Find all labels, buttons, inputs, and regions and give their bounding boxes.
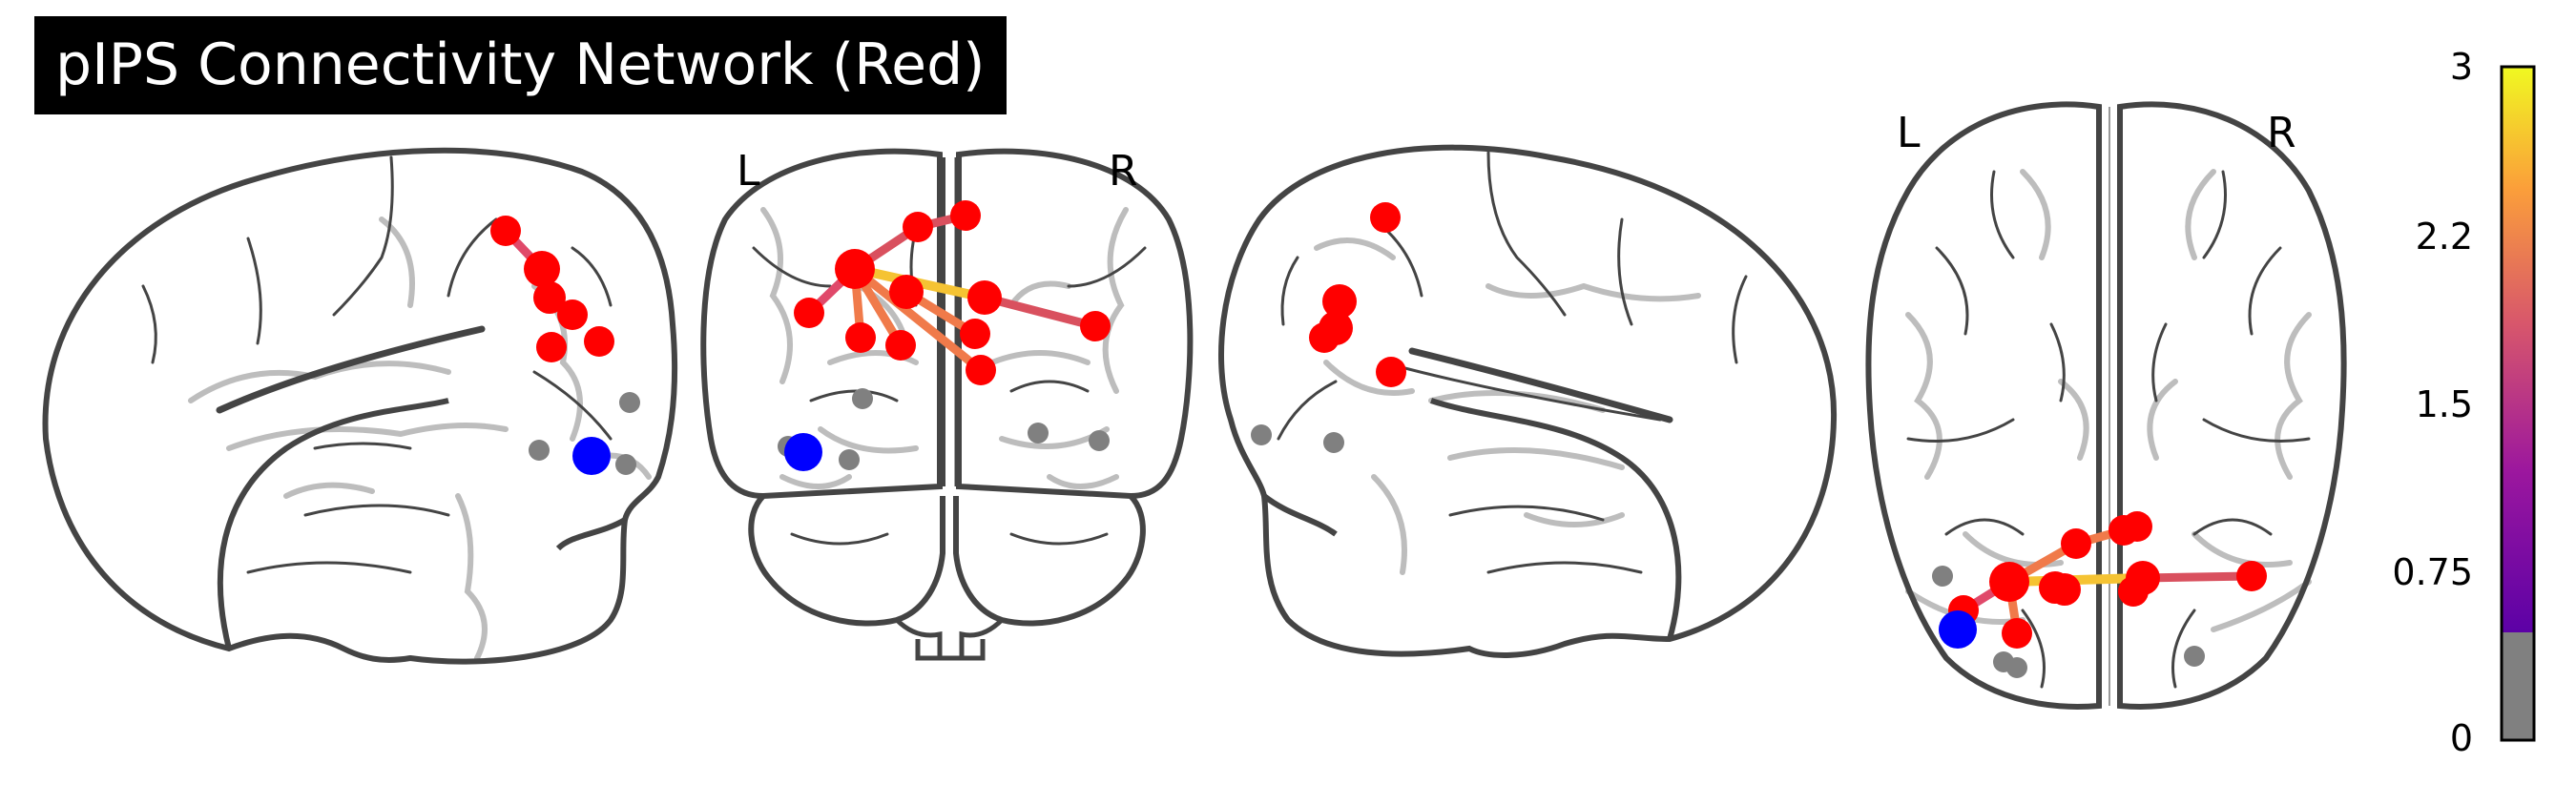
node-red (1080, 311, 1111, 341)
axial-nodes (1932, 511, 2267, 678)
node-gray (1932, 566, 1953, 587)
node-red (2002, 618, 2032, 649)
node-gray (2006, 657, 2027, 678)
node-red (2122, 511, 2152, 542)
sagittal-nodes (490, 216, 640, 475)
colorbar-tick: 0.75 (2392, 551, 2473, 593)
sagittal-left-view (42, 147, 678, 665)
colorbar-tick: 3 (2449, 46, 2473, 88)
node-gray (1028, 423, 1049, 444)
node-red (960, 319, 990, 349)
sagittal-right-nodes (1251, 202, 1406, 453)
node-gray (1323, 432, 1344, 453)
node-red (2118, 576, 2149, 607)
coronal-view (700, 148, 1194, 661)
node-red (967, 280, 1002, 315)
node-gray (2184, 646, 2205, 667)
node-red (1309, 322, 1340, 353)
figure-title: pIPS Connectivity Network (Red) (34, 16, 1007, 114)
node-blue (1939, 610, 1977, 649)
node-gray (615, 454, 636, 475)
coronal-left-label: L (737, 147, 760, 196)
node-red (885, 330, 916, 361)
node-gray (839, 449, 860, 470)
node-red (2061, 528, 2091, 559)
node-red (903, 212, 933, 242)
node-red (584, 326, 614, 357)
node-gray (619, 392, 640, 413)
node-red (533, 281, 566, 314)
colorbar-tick: 2.2 (2415, 216, 2473, 258)
colorbar (2500, 65, 2536, 742)
node-red (2048, 573, 2081, 606)
colorbar-tick: 1.5 (2415, 383, 2473, 425)
sagittal-right-view (1218, 144, 1838, 658)
coronal-nodes (778, 200, 1111, 471)
node-red (1322, 284, 1357, 319)
coronal-right-label: R (1109, 147, 1138, 196)
node-red (524, 251, 560, 287)
node-red (845, 322, 876, 353)
node-gray (1089, 430, 1110, 451)
node-red (490, 216, 521, 246)
node-red (557, 299, 588, 330)
axial-view (1865, 101, 2347, 710)
node-red (950, 200, 981, 231)
axial-right-label: R (2267, 109, 2296, 157)
node-red (2236, 561, 2267, 591)
node-blue (784, 433, 822, 471)
node-red (794, 298, 824, 328)
node-gray (852, 388, 873, 409)
node-red (1989, 562, 2029, 602)
node-blue (572, 437, 611, 475)
node-gray (529, 440, 550, 461)
node-red (1376, 357, 1406, 387)
colorbar-tick: 0 (2449, 717, 2473, 759)
node-red (966, 355, 996, 385)
node-red (1370, 202, 1401, 233)
node-red (536, 332, 567, 362)
node-red (889, 275, 924, 309)
node-red (835, 249, 875, 289)
node-gray (1251, 424, 1272, 445)
axial-left-label: L (1897, 109, 1921, 157)
